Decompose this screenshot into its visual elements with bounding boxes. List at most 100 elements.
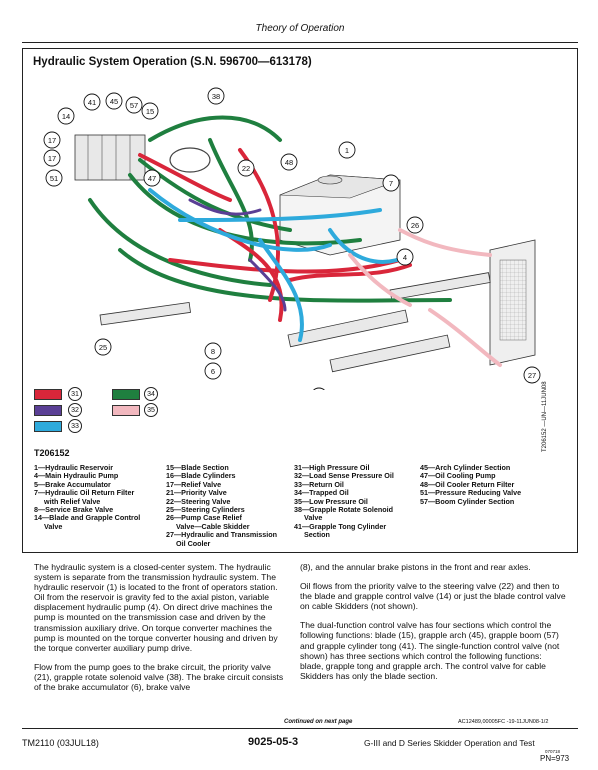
- legend-swatch-low-pressure: [112, 405, 140, 416]
- callout-17b: 17: [43, 149, 61, 167]
- svg-text:48: 48: [285, 158, 293, 167]
- key-item: Oil Cooler: [166, 538, 211, 548]
- key-item: Valve: [34, 521, 63, 531]
- key-item: 33—Return Oil: [294, 479, 344, 489]
- legend-num-32: 32: [68, 403, 82, 417]
- key-item: 22—Steering Valve: [166, 496, 231, 506]
- callout-57: 57: [125, 96, 143, 114]
- steering-wheel: [169, 147, 211, 173]
- callout-41: 41: [83, 93, 101, 111]
- key-item: with Relief Valve: [34, 496, 101, 506]
- svg-text:17: 17: [48, 136, 56, 145]
- callout-1: 1: [338, 141, 356, 159]
- callout-7: 7: [382, 174, 400, 192]
- callout-14: 14: [57, 107, 75, 125]
- key-item: 45—Arch Cylinder Section: [420, 463, 511, 472]
- key-column-4: 45—Arch Cylinder Section 47—Oil Cooling …: [420, 463, 570, 506]
- hydraulic-lines: [88, 115, 502, 367]
- key-item: Section: [294, 530, 330, 540]
- key-item: 17—Relief Valve: [166, 479, 222, 489]
- legend-num-31: 31: [68, 387, 82, 401]
- svg-text:47: 47: [148, 174, 156, 183]
- key-item: 35—Low Pressure Oil: [294, 496, 368, 506]
- svg-text:8: 8: [211, 347, 215, 356]
- callout-22: 22: [237, 159, 255, 177]
- key-item: 4—Main Hydraulic Pump: [34, 471, 119, 481]
- key-item: 5—Brake Accumulator: [34, 479, 111, 489]
- key-item: 14—Blade and Grapple Control: [34, 513, 141, 523]
- callout-25: 25: [94, 338, 112, 356]
- svg-text:6: 6: [211, 367, 215, 376]
- key-item: 57—Boom Cylinder Section: [420, 496, 515, 506]
- color-legend: 31 32 33 34 35: [34, 386, 174, 436]
- key-item: 8—Service Brake Valve: [34, 505, 114, 515]
- legend-swatch-trapped: [112, 389, 140, 400]
- document-code: AC12489,00005FC -19-11JUN08-1/2: [458, 719, 549, 725]
- control-valve-block: [74, 134, 146, 181]
- body-paragraph: The hydraulic system is a closed-center …: [34, 562, 278, 653]
- key-item: 32—Load Sense Pressure Oil: [294, 471, 394, 481]
- key-item: 38—Grapple Rotate Solenoid: [294, 505, 394, 515]
- key-item: 47—Oil Cooling Pump: [420, 471, 496, 481]
- svg-text:14: 14: [62, 112, 70, 121]
- callout-48: 48: [280, 153, 298, 171]
- svg-text:26: 26: [411, 221, 419, 230]
- figure-id: T206152: [34, 448, 70, 458]
- key-column-1: 1—Hydraulic Reservoir 4—Main Hydraulic P…: [34, 463, 164, 531]
- callout-21: 21: [313, 387, 325, 390]
- svg-text:41: 41: [88, 98, 96, 107]
- key-item: 34—Trapped Oil: [294, 488, 349, 498]
- callout-51: 51: [45, 169, 63, 187]
- body-column-right: (8), and the annular brake pistons in th…: [300, 562, 566, 690]
- legend-num-34: 34: [144, 387, 158, 401]
- hydraulic-diagram: 38 41 45 57 15 14 17 17 51 47 22 48 1 7 …: [43, 87, 541, 390]
- section-title: Hydraulic System Operation (S.N. 596700—…: [33, 56, 312, 68]
- key-item: 26—Pump Case Relief: [166, 513, 242, 523]
- key-item: 48—Oil Cooler Return Filter: [420, 479, 515, 489]
- footer-manual-title: G-III and D Series Skidder Operation and…: [364, 738, 535, 748]
- footer-pn: PN=973: [540, 754, 570, 763]
- figure-side-code: T206152 —UN—11JUN08: [542, 381, 548, 452]
- header-title: Theory of Operation: [255, 23, 345, 34]
- key-item: 51—Pressure Reducing Valve: [420, 488, 522, 498]
- callout-47: 47: [143, 169, 161, 187]
- legend-swatch-load-sense: [34, 405, 62, 416]
- key-item: 31—High Pressure Oil: [294, 463, 370, 472]
- svg-text:17: 17: [48, 154, 56, 163]
- legend-swatch-high-pressure: [34, 389, 62, 400]
- body-paragraph: Oil flows from the priority valve to the…: [300, 581, 566, 612]
- svg-text:45: 45: [110, 97, 118, 106]
- continued-note: Continued on next page: [284, 719, 353, 725]
- key-column-2: 15—Blade Section 16—Blade Cylinders 17—R…: [166, 463, 294, 548]
- key-item: 21—Priority Valve: [166, 488, 227, 498]
- svg-text:7: 7: [389, 179, 393, 188]
- callout-45: 45: [105, 92, 123, 110]
- footer-rule: [22, 728, 578, 729]
- svg-text:4: 4: [403, 253, 407, 262]
- key-item: 27—Hydraulic and Transmission: [166, 530, 278, 540]
- callout-4: 4: [396, 248, 414, 266]
- key-item: 7—Hydraulic Oil Return Filter: [34, 488, 135, 498]
- legend-num-35: 35: [144, 403, 158, 417]
- svg-text:27: 27: [528, 371, 536, 380]
- callout-26: 26: [406, 216, 424, 234]
- svg-text:15: 15: [146, 107, 154, 116]
- key-item: 16—Blade Cylinders: [166, 471, 236, 481]
- footer-page-number: 9025-05-3: [248, 736, 299, 748]
- callout-27: 27: [523, 366, 541, 384]
- legend-swatch-return: [34, 421, 62, 432]
- callout-8: 8: [204, 342, 222, 360]
- footer-manual-id: TM2110 (03JUL18): [22, 738, 99, 748]
- svg-text:51: 51: [50, 174, 58, 183]
- body-paragraph: The dual-function control valve has four…: [300, 620, 560, 681]
- key-item: 25—Steering Cylinders: [166, 505, 245, 515]
- body-column-left: The hydraulic system is a closed-center …: [34, 562, 284, 701]
- key-item: 1—Hydraulic Reservoir: [34, 463, 114, 472]
- svg-text:1: 1: [345, 146, 349, 155]
- callout-38: 38: [207, 87, 225, 105]
- page-header: Theory of Operation: [22, 18, 578, 43]
- figure-frame: [22, 48, 578, 553]
- key-item: Valve—Cable Skidder: [166, 521, 250, 531]
- blade-cylinders: [287, 309, 451, 373]
- legend-num-33: 33: [68, 419, 82, 433]
